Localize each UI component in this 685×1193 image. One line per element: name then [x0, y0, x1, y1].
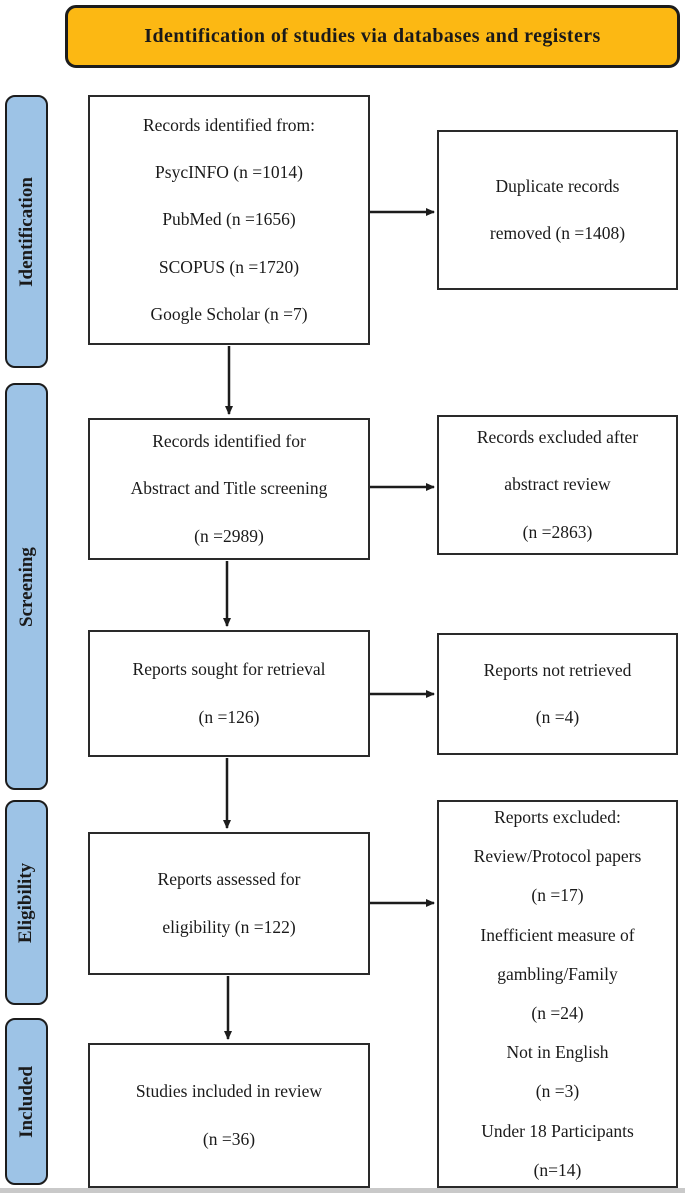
box-line: (n =126) — [198, 706, 260, 727]
stage-label-text: Eligibility — [15, 862, 37, 943]
box-sought-retrieval: Reports sought for retrieval (n =126) — [88, 630, 370, 757]
box-line: gambling/Family — [497, 963, 618, 984]
box-line: Google Scholar (n =7) — [150, 303, 308, 324]
stage-label-screening: Screening — [5, 383, 48, 790]
diagram-title: Identification of studies via databases … — [144, 25, 601, 47]
stage-label-included: Included — [5, 1018, 48, 1185]
box-line: Under 18 Participants — [481, 1120, 634, 1141]
box-line: Inefficient measure of — [480, 924, 635, 945]
box-records-identified: Records identified from: PsycINFO (n =10… — [88, 95, 370, 345]
box-title-screening: Records identified for Abstract and Titl… — [88, 418, 370, 560]
box-line: Reports assessed for — [157, 869, 301, 890]
box-line: (n =2989) — [194, 525, 264, 546]
stage-label-text: Included — [15, 1065, 37, 1138]
diagram-title-banner: Identification of studies via databases … — [65, 5, 680, 68]
box-line: Abstract and Title screening — [130, 478, 328, 499]
stage-label-identification: Identification — [5, 95, 48, 368]
stage-label-text: Screening — [15, 546, 37, 627]
box-line: Records identified from: — [142, 114, 316, 135]
box-line: (n =3) — [535, 1081, 580, 1102]
box-reports-excluded: Reports excluded: Review/Protocol papers… — [437, 800, 678, 1188]
box-line: Reports sought for retrieval — [132, 659, 326, 680]
box-line: (n =17) — [531, 885, 584, 906]
box-line: PsycINFO (n =1014) — [155, 162, 303, 183]
box-line: Reports not retrieved — [483, 659, 632, 680]
box-assessed-eligibility: Reports assessed for eligibility (n =122… — [88, 832, 370, 975]
box-line: (n=14) — [533, 1159, 582, 1180]
box-line: Records identified for — [152, 431, 306, 452]
box-line: Review/Protocol papers — [473, 846, 642, 867]
box-line: (n =4) — [535, 707, 580, 727]
stage-label-text: Identification — [15, 176, 37, 287]
figure-bottom-edge — [0, 1188, 685, 1193]
box-line: (n =2863) — [522, 521, 593, 542]
box-line: Not in English — [506, 1042, 609, 1063]
box-line: Duplicate records — [495, 175, 620, 196]
box-line: PubMed (n =1656) — [162, 209, 296, 230]
box-line: Records excluded after — [476, 427, 639, 448]
box-included-review: Studies included in review (n =36) — [88, 1043, 370, 1188]
stage-label-eligibility: Eligibility — [5, 800, 48, 1005]
box-line: removed (n =1408) — [489, 223, 626, 243]
box-excluded-abstract: Records excluded after abstract review (… — [437, 415, 678, 555]
box-duplicates-removed: Duplicate records removed (n =1408) — [437, 130, 678, 290]
box-line: (n =24) — [531, 1003, 584, 1023]
box-line: abstract review — [504, 474, 611, 495]
box-line: Reports excluded: — [494, 807, 621, 828]
box-line: Studies included in review — [135, 1081, 323, 1102]
box-line: eligibility (n =122) — [162, 916, 296, 937]
box-line: (n =36) — [202, 1128, 256, 1149]
box-line: SCOPUS (n =1720) — [158, 256, 300, 277]
box-not-retrieved: Reports not retrieved (n =4) — [437, 633, 678, 755]
